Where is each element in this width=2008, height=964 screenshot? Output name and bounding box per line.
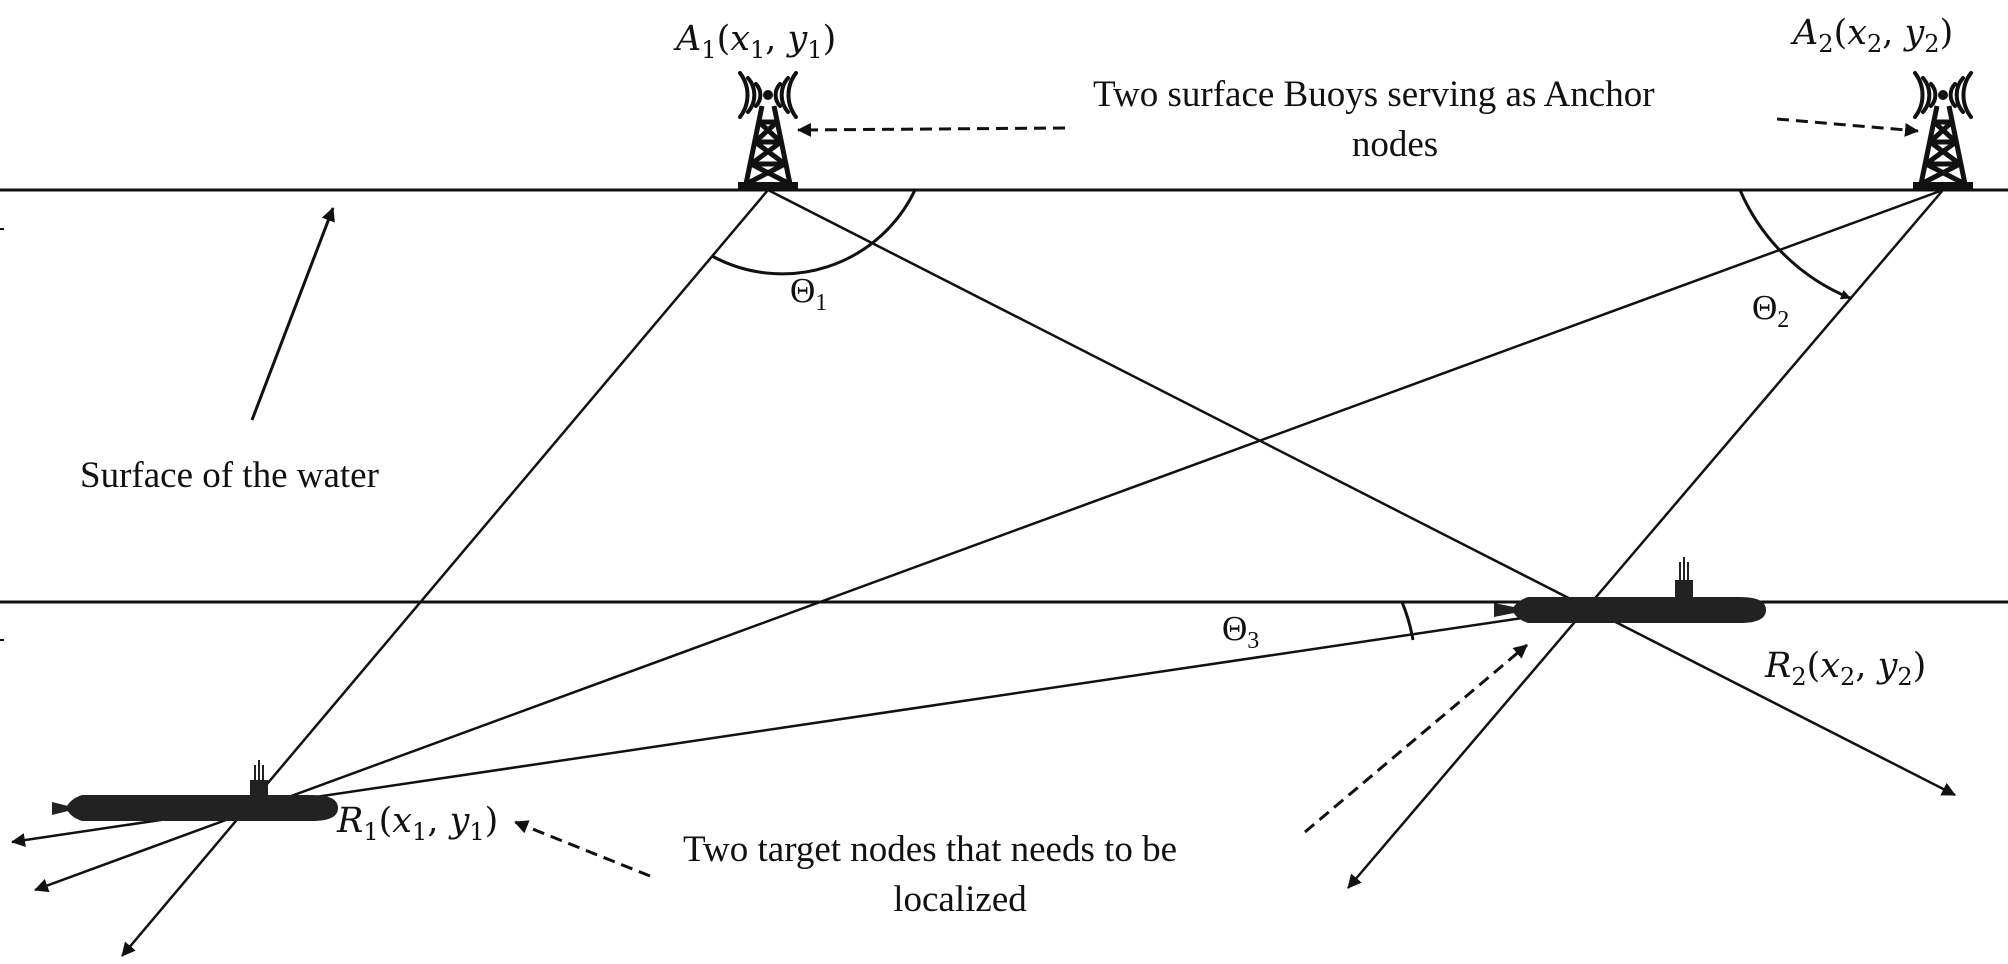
target-r2-label: R2(x2, y2)	[1764, 646, 1926, 691]
pointer-to-r1	[514, 820, 651, 878]
theta1-arc	[711, 189, 917, 276]
surface-pointer-arrow	[250, 207, 335, 421]
ray-a1-down-right	[767, 188, 1956, 797]
radio-tower-icon	[738, 71, 798, 190]
targets-note-line1: Two target nodes that needs to be	[683, 829, 1177, 870]
theta2-arc	[1738, 189, 1851, 300]
anchors-note-line2: nodes	[1352, 124, 1438, 165]
target-r1-label: R1(x1, y1)	[336, 801, 498, 846]
theta2-label: Θ2	[1752, 288, 1789, 333]
anchor-a2-label: A2(x2, y2)	[1790, 13, 1953, 58]
pointer-to-r2	[1304, 643, 1528, 834]
theta3-arc	[1400, 601, 1415, 641]
ray-a1-down-left	[121, 189, 769, 957]
theta3-label: Θ3	[1222, 609, 1259, 654]
radio-tower-icon	[1913, 71, 1973, 190]
submarine-icon	[1494, 557, 1766, 623]
anchor-a1-label: A1(x1, y1)	[673, 19, 836, 64]
ray-a2-down-left	[34, 188, 1944, 893]
targets-note-line2: localized	[893, 879, 1027, 920]
submarine-icon	[52, 760, 338, 821]
theta1-label: Θ1	[790, 271, 827, 316]
surface-label: Surface of the water	[80, 455, 379, 496]
anchors-note-line1: Two surface Buoys serving as Anchor	[1093, 74, 1655, 115]
pointer-to-a1	[797, 122, 1066, 137]
ray-a2-down-right	[1347, 189, 1944, 889]
pointer-to-a2	[1776, 117, 1919, 137]
